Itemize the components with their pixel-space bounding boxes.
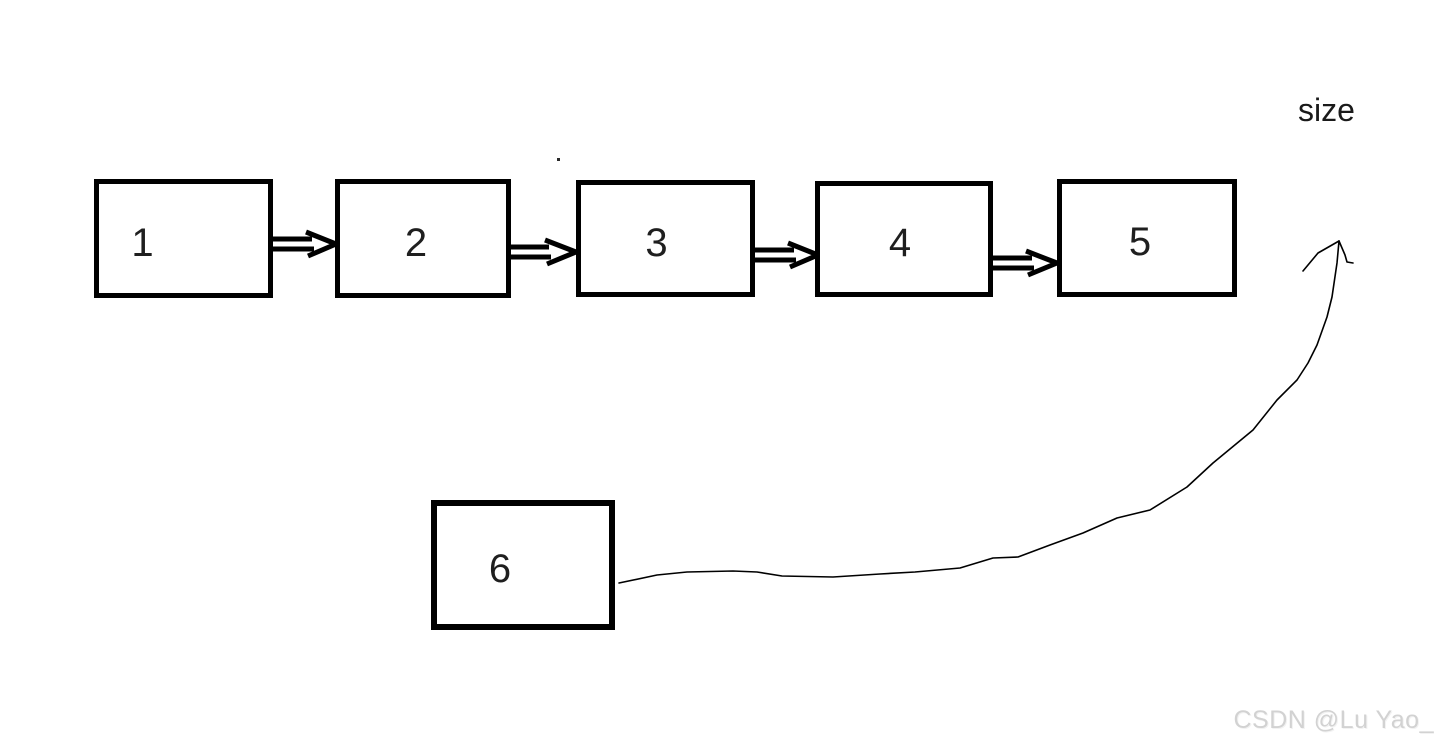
arrow-head xyxy=(305,229,343,259)
node-box-6: 6 xyxy=(431,500,615,630)
node-box-4: 4 xyxy=(815,181,993,297)
curved-arrowhead-left-barb xyxy=(1302,240,1340,272)
csdn-watermark: CSDN @Lu Yao_ xyxy=(1233,706,1434,734)
node-box-2: 2 xyxy=(335,179,511,298)
arrow-head xyxy=(1025,248,1064,278)
stray-dot xyxy=(557,158,560,161)
node-label-5: 5 xyxy=(1128,220,1152,264)
arrow-head xyxy=(544,237,583,267)
size-label: size xyxy=(1298,92,1355,128)
node-label-3: 3 xyxy=(645,220,668,265)
node-box-3: 3 xyxy=(576,180,755,297)
double-arrow-1-2 xyxy=(272,229,343,259)
curved-arrow-line xyxy=(618,240,1340,584)
node-label-4: 4 xyxy=(888,221,912,265)
curved-arrowhead-right-barb xyxy=(1338,240,1354,264)
node-label-1: 1 xyxy=(131,220,154,265)
curved-arrow-6-to-size xyxy=(618,240,1354,584)
double-arrow-3-4 xyxy=(754,240,825,270)
node-label-2: 2 xyxy=(404,220,428,265)
node-label-6: 6 xyxy=(488,547,512,591)
node-box-5: 5 xyxy=(1057,179,1237,297)
double-arrow-4-5 xyxy=(992,248,1064,278)
node-box-1: 1 xyxy=(94,179,273,298)
arrow-head xyxy=(787,240,825,270)
double-arrow-2-3 xyxy=(509,237,583,267)
